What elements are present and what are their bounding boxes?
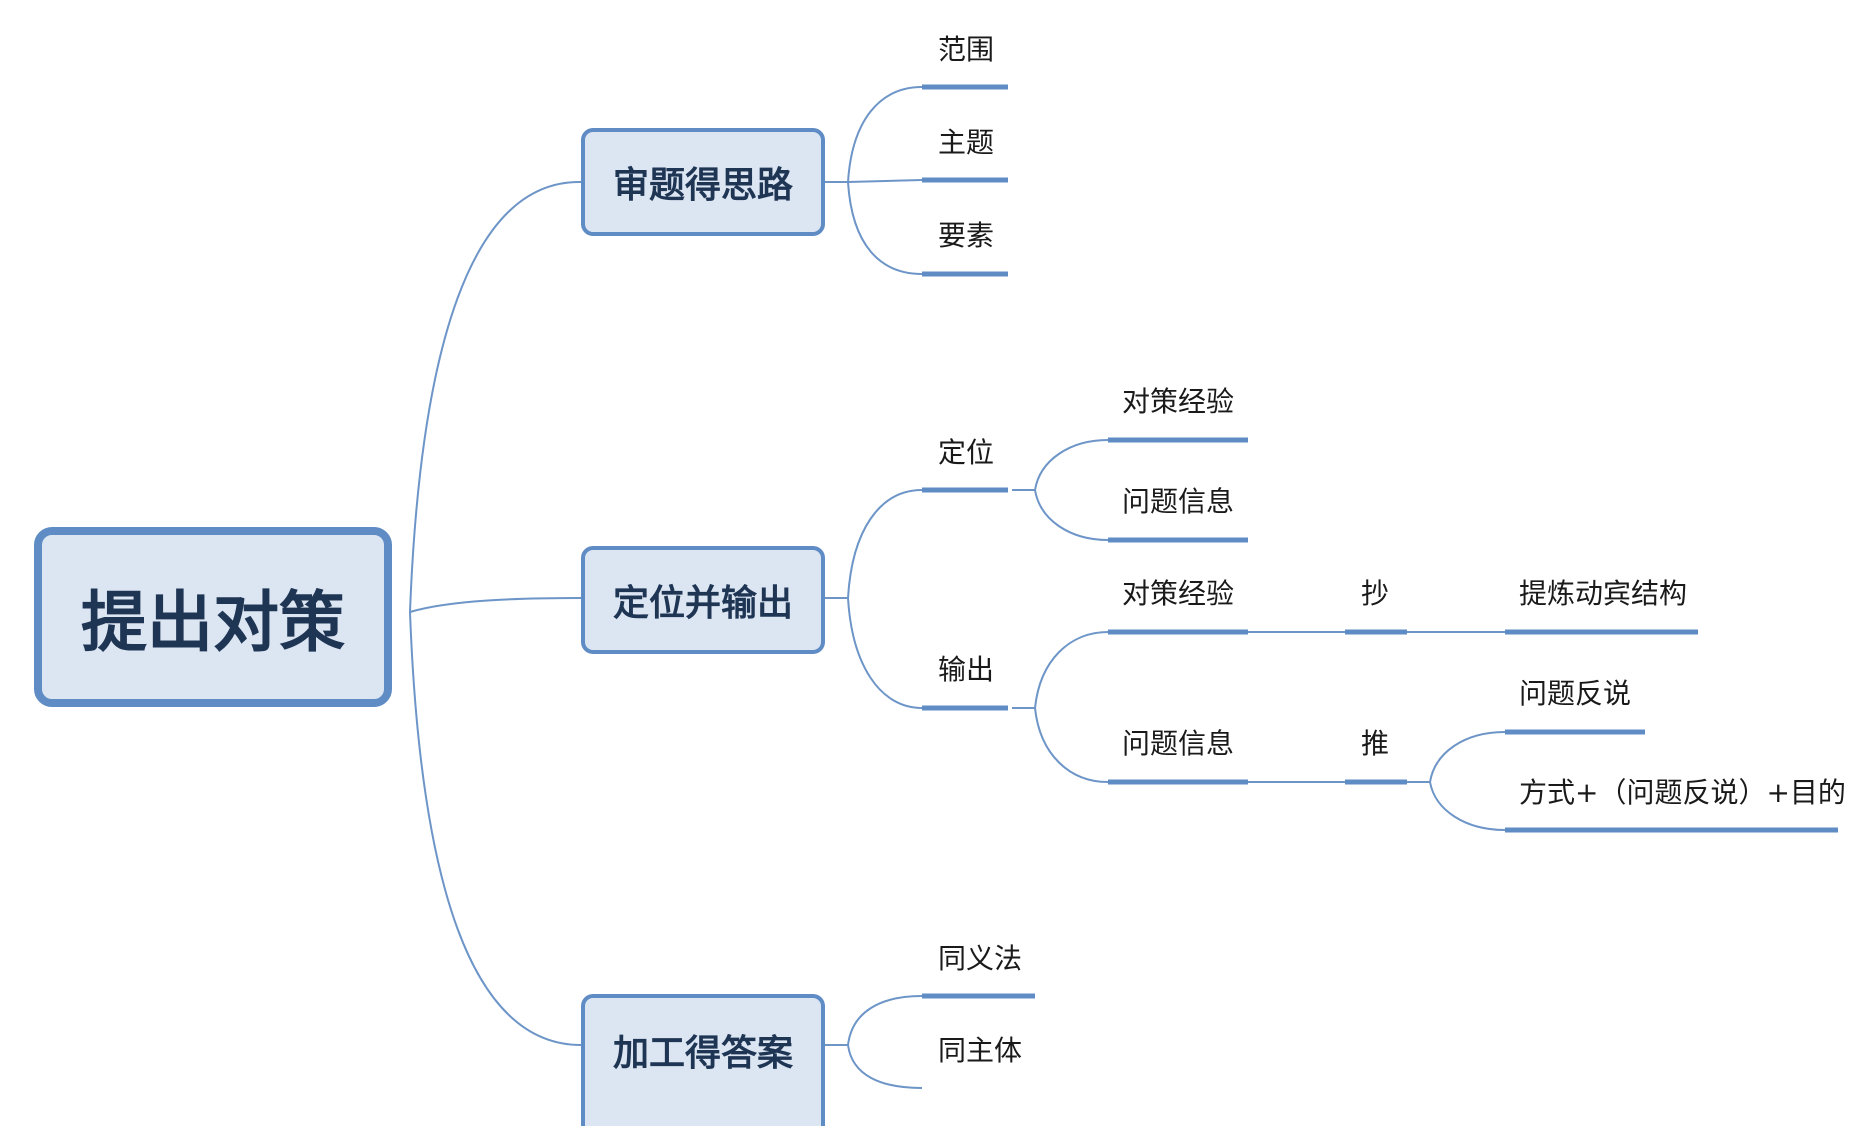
connector-dingwei-dingwei — [825, 489, 923, 599]
connector-root-dingwei — [409, 597, 582, 613]
subtopic-shuchu-wenti[interactable]: 问题信息 — [1122, 727, 1235, 760]
subtopic-fanwei[interactable]: 范围 — [938, 33, 995, 66]
subtopic-tongzhuti[interactable]: 同主体 — [938, 1034, 1023, 1067]
subtopic-fangshi[interactable]: 方式+（问题反说）+目的 — [1519, 776, 1846, 809]
subtopic-tongyi[interactable]: 同义法 — [938, 942, 1023, 975]
connector-dingwei-shuchu — [847, 597, 923, 709]
connector-root-shenti — [409, 180, 582, 613]
subtopic-zhuti[interactable]: 主题 — [938, 126, 995, 159]
topic-dingwei-shuchu-label: 定位并输出 — [612, 583, 793, 624]
subtopic-shuchu[interactable]: 输出 — [938, 653, 995, 686]
connector-shenti-zhuti — [847, 179, 923, 183]
connector-shenti-yaosu — [847, 181, 923, 275]
connector-dw-wenti — [1034, 489, 1109, 541]
subtopic-shuchu-duice[interactable]: 对策经验 — [1122, 577, 1235, 610]
subtopic-tui[interactable]: 推 — [1361, 727, 1390, 760]
connector-root-jiagong — [409, 611, 582, 1046]
connector-sc-wenti — [1034, 707, 1109, 783]
connector-jiagong-tongyi — [825, 995, 923, 1046]
connector-sc-duice — [1012, 631, 1109, 709]
subtopic-dingwei-duice[interactable]: 对策经验 — [1122, 385, 1235, 418]
topic-jiagong-label: 加工得答案 — [612, 1033, 793, 1074]
topic-jiagong[interactable]: 加工得答案 — [581, 994, 825, 1126]
root-topic-label: 提出对策 — [81, 584, 345, 661]
subtopic-chao[interactable]: 抄 — [1361, 577, 1390, 610]
subtopic-dingwei[interactable]: 定位 — [938, 436, 995, 469]
topic-shenti-label: 审题得思路 — [612, 165, 793, 206]
subtopic-dingwei-wenti[interactable]: 问题信息 — [1122, 485, 1235, 518]
subtopic-yaosu[interactable]: 要素 — [938, 219, 995, 252]
connector-dw-duice — [1012, 439, 1109, 491]
connector-shenti-fanwei — [825, 86, 923, 183]
subtopic-fanshuo[interactable]: 问题反说 — [1519, 677, 1632, 710]
connector-tui-fangshi — [1429, 781, 1506, 831]
topic-dingwei-shuchu[interactable]: 定位并输出 — [581, 546, 825, 654]
subtopic-tilian[interactable]: 提炼动宾结构 — [1519, 577, 1688, 610]
connector-jiagong-tongzhu — [847, 1044, 923, 1089]
connector-tui-fanshuo — [1407, 731, 1506, 783]
topic-shenti[interactable]: 审题得思路 — [581, 128, 825, 236]
root-topic[interactable]: 提出对策 — [34, 527, 392, 707]
